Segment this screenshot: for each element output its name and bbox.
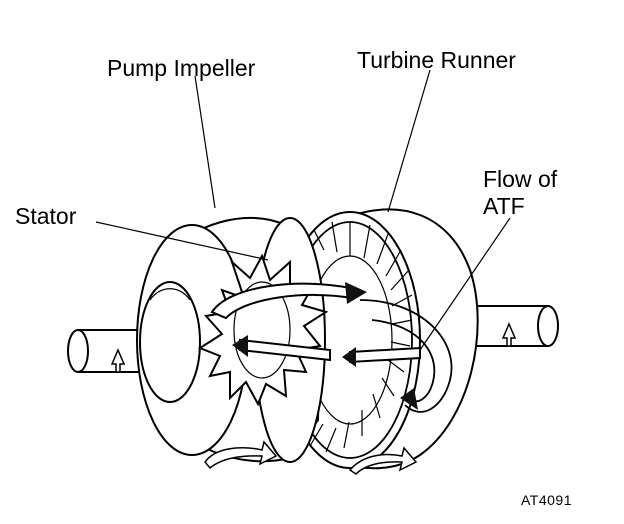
label-turbine-runner: Turbine Runner [357, 47, 516, 73]
label-stator: Stator [15, 203, 77, 229]
label-flow-of-atf-line2: ATF [483, 193, 525, 219]
label-pump-impeller: Pump Impeller [107, 55, 256, 81]
label-flow-of-atf-line1: Flow of [483, 166, 558, 192]
leader-lines [95, 69, 511, 351]
atf-flow-arrows [204, 282, 453, 475]
leader-pump-impeller [194, 75, 216, 209]
figure-code: AT4091 [521, 492, 572, 508]
output-shaft [464, 305, 559, 347]
leader-stator [95, 221, 269, 261]
leader-flow-of-atf [419, 217, 511, 351]
leader-turbine-runner [387, 69, 431, 213]
